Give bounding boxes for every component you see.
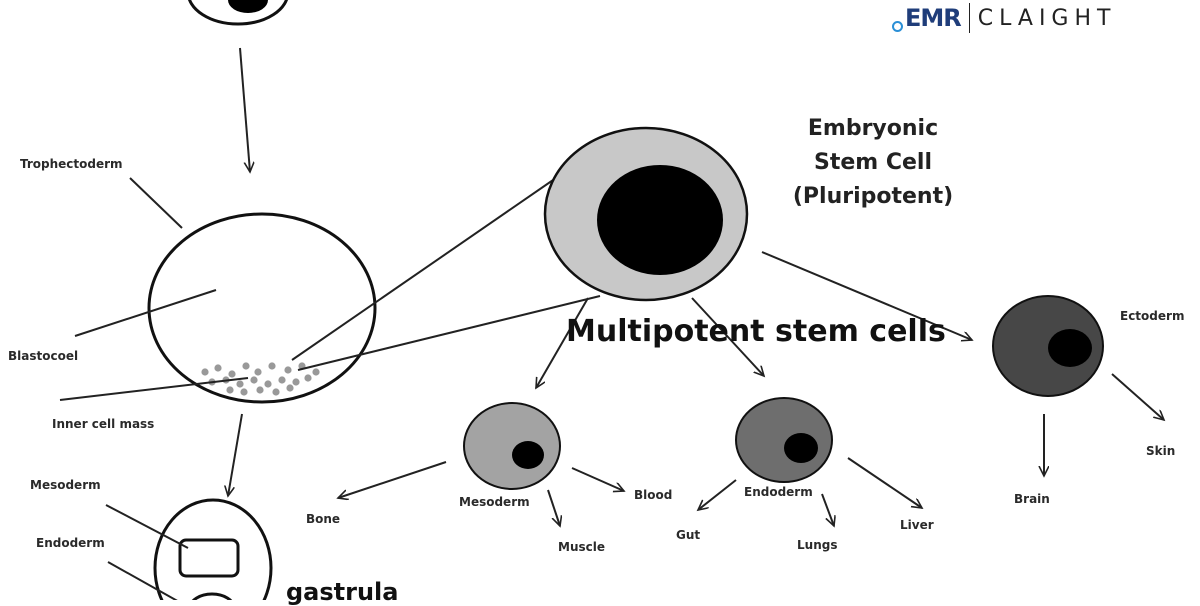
arrow-mesoderm-to-bone	[338, 461, 447, 498]
inner-cell-mass-dot	[236, 380, 244, 388]
arrow-mesoderm-to-blood	[571, 467, 624, 491]
pointer-gastrula-mesoderm	[105, 504, 189, 549]
inner-cell-mass-dot	[312, 368, 320, 376]
pointer-gastrula-endoderm	[107, 561, 178, 600]
arrow-endoderm-to-liver	[847, 457, 922, 508]
label-endoderm: Endoderm	[744, 485, 813, 499]
zoom-line-upper	[291, 177, 557, 361]
embryonic-stem-cell	[543, 126, 749, 302]
arrow-endoderm-to-gut	[698, 479, 737, 510]
inner-cell-mass-dot	[292, 378, 300, 386]
label-ectoderm: Ectoderm	[1120, 309, 1185, 323]
inner-cell-mass-dot	[264, 380, 272, 388]
label-blastocoel: Blastocoel	[8, 349, 79, 363]
label-lungs: Lungs	[797, 538, 838, 552]
pointer-inner-cell-mass	[59, 377, 249, 401]
esc-title-line-2: Stem Cell	[813, 150, 932, 175]
label-liver: Liver	[900, 518, 934, 532]
blastocyst-cell	[147, 212, 377, 404]
arrow-endoderm-to-lungs	[821, 493, 834, 526]
logo-brand: EMR	[905, 4, 962, 32]
label-bone: Bone	[306, 512, 341, 526]
arrow-blastocyst-to-gastrula	[228, 413, 243, 496]
esc-title-line-3: (Pluripotent)	[792, 184, 954, 209]
arrow-zygote-to-blastocyst	[239, 47, 250, 172]
mesoderm-cell	[463, 402, 561, 490]
inner-cell-mass-dot	[214, 364, 222, 372]
gastrula-cell	[153, 498, 273, 600]
inner-cell-mass-dot	[226, 386, 234, 394]
label-skin: Skin	[1146, 444, 1176, 458]
label-mesoderm: Mesoderm	[459, 495, 530, 509]
inner-cell-mass-dot	[242, 362, 250, 370]
emr-claight-logo: EMR CLAIGHT	[892, 0, 1116, 36]
arrow-ectoderm-to-skin	[1111, 373, 1164, 420]
label-multipotent-stem-cells: Multipotent stem cells	[566, 314, 946, 349]
arrow-mesoderm-to-muscle	[547, 489, 560, 526]
pointer-trophectoderm	[129, 177, 183, 229]
label-inner-cell-mass: Inner cell mass	[52, 417, 155, 431]
inner-cell-mass-dot	[304, 374, 312, 382]
arrow-esc-to-endoderm	[691, 297, 764, 376]
label-brain: Brain	[1014, 492, 1050, 506]
label-blood: Blood	[634, 488, 673, 502]
label-gastrula-endoderm: Endoderm	[36, 536, 105, 550]
label-gut: Gut	[676, 528, 701, 542]
logo-dot-icon	[892, 20, 903, 32]
inner-cell-mass-dot	[250, 376, 258, 384]
inner-cell-mass-dot	[268, 362, 276, 370]
zoom-line-lower	[297, 295, 601, 371]
label-embryonic-stem-cell: Embryonic Stem Cell (Pluripotent)	[768, 112, 978, 214]
endoderm-cell	[735, 397, 833, 483]
label-gastrula: gastrula	[286, 578, 399, 606]
esc-title-line-1: Embryonic	[807, 116, 939, 141]
inner-cell-mass-dot	[284, 366, 292, 374]
inner-cell-mass-dot	[228, 370, 236, 378]
inner-cell-mass-dots	[201, 362, 320, 396]
label-gastrula-mesoderm: Mesoderm	[30, 478, 101, 492]
logo-separator	[968, 3, 970, 33]
ectoderm-cell	[992, 295, 1104, 397]
inner-cell-mass-dot	[240, 388, 248, 396]
inner-cell-mass-dot	[254, 368, 262, 376]
pointer-blastocoel	[74, 289, 217, 337]
logo-company: CLAIGHT	[977, 5, 1117, 31]
inner-cell-mass-dot	[272, 388, 280, 396]
label-trophectoderm: Trophectoderm	[20, 157, 123, 171]
inner-cell-mass-dot	[256, 386, 264, 394]
inner-cell-mass-dot	[286, 384, 294, 392]
zygote-cell	[187, 0, 289, 26]
arrow-esc-to-ectoderm	[761, 251, 972, 340]
label-muscle: Muscle	[558, 540, 605, 554]
inner-cell-mass-dot	[201, 368, 209, 376]
arrow-esc-to-mesoderm	[536, 297, 589, 388]
inner-cell-mass-dot	[278, 376, 286, 384]
